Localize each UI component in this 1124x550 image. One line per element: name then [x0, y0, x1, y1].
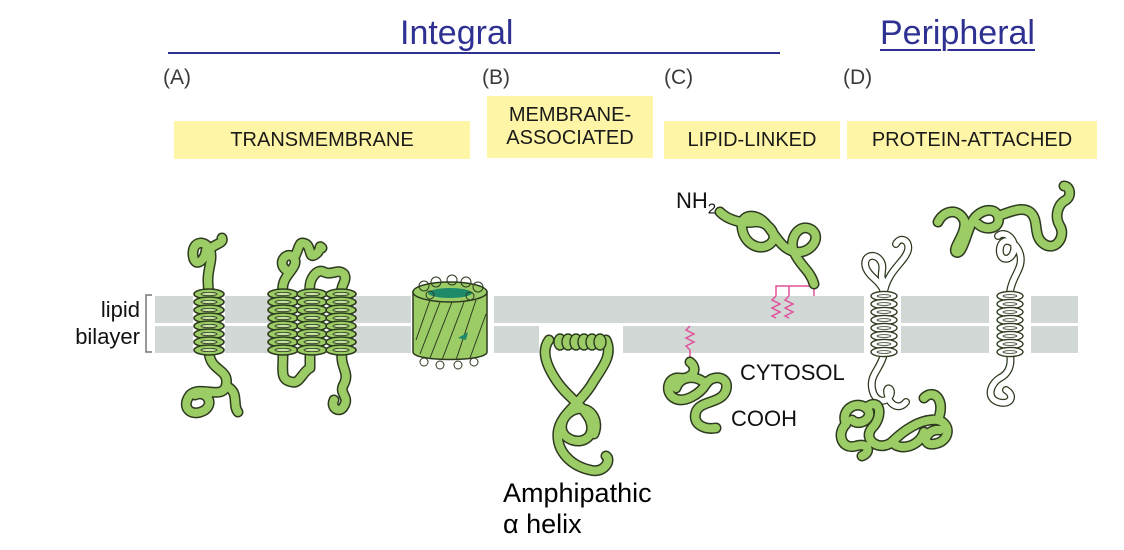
- amphipathic-helix-label-line2: α helix: [503, 509, 582, 539]
- amphipathic-helix-coil: [553, 333, 607, 351]
- cooh-terminus-label: COOH: [731, 406, 797, 431]
- beta-barrel-protein: [412, 274, 488, 370]
- category-letter-c: (C): [664, 66, 694, 89]
- lipid-bilayer-label-line2: bilayer: [75, 324, 140, 349]
- multi-pass-helix-1: [267, 288, 299, 356]
- integral-underline: [168, 52, 780, 54]
- lipid-bilayer-label: lipid bilayer: [50, 296, 140, 350]
- lipid-linked-outer-protein: [714, 206, 822, 290]
- tag-membrane-associated-line2: ASSOCIATED: [506, 127, 634, 149]
- nh2-terminus-label: NH2: [676, 188, 716, 222]
- category-letter-d: (D): [843, 66, 873, 89]
- tag-lipid-linked: LIPID-LINKED: [664, 121, 840, 159]
- white-helix-left: [870, 290, 898, 358]
- lipid-linked-inner-protein: [662, 356, 733, 434]
- tag-membrane-associated-line1: MEMBRANE-: [508, 104, 632, 126]
- tag-membrane-associated: MEMBRANE- ASSOCIATED: [487, 96, 653, 158]
- peripheral-heading: Peripheral: [880, 14, 1035, 52]
- white-transmembrane-protein-right: [986, 230, 1025, 407]
- bilayer-bracket: [145, 294, 152, 353]
- single-pass-helix: [193, 288, 225, 356]
- amphipathic-helix-protein: [539, 334, 614, 477]
- bilayer-outer-leaflet: [155, 296, 1078, 323]
- white-helix-right: [996, 290, 1024, 358]
- peripheral-protein-top: [932, 180, 1076, 258]
- nh2-text: NH: [676, 188, 708, 213]
- cytosol-label: CYTOSOL: [740, 360, 845, 385]
- lipid-anchor-inner: [684, 325, 696, 362]
- nh2-subscript: 2: [707, 200, 717, 218]
- peripheral-protein-bottom: [835, 389, 953, 462]
- white-transmembrane-protein-left: [861, 235, 913, 411]
- multi-pass-transmembrane-protein: [276, 237, 352, 416]
- multi-pass-helix-2: [296, 288, 328, 356]
- lipid-anchor-outer: [770, 285, 815, 319]
- integral-heading: Integral: [400, 14, 514, 52]
- category-letter-a: (A): [163, 66, 191, 89]
- tag-protein-attached: PROTEIN-ATTACHED: [847, 121, 1097, 159]
- tag-transmembrane: TRANSMEMBRANE: [174, 121, 470, 159]
- bilayer-inner-leaflet: [155, 326, 1078, 353]
- category-letter-b: (B): [482, 66, 510, 89]
- amphipathic-helix-label: Amphipathic α helix: [503, 478, 652, 540]
- lipid-bilayer-label-line1: lipid: [100, 297, 140, 322]
- multi-pass-helix-3: [325, 288, 357, 356]
- amphipathic-helix-label-line1: Amphipathic: [503, 478, 652, 508]
- single-pass-transmembrane-protein: [180, 232, 244, 419]
